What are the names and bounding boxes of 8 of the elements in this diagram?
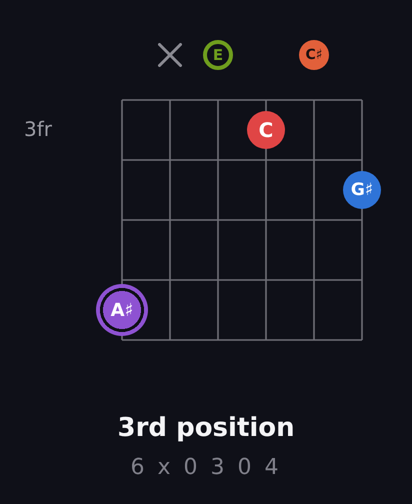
fingering-text: 6 x 0 3 0 4 (130, 455, 282, 480)
note-marker: C (247, 111, 285, 149)
root-note-marker: A♯ (96, 284, 148, 336)
chord-title: 3rd position (118, 413, 295, 443)
note-marker: G♯ (343, 171, 381, 209)
open-string-marker: E (203, 40, 233, 70)
open-string-marker: C♯ (299, 40, 329, 70)
fret-label: 3fr (24, 117, 52, 141)
